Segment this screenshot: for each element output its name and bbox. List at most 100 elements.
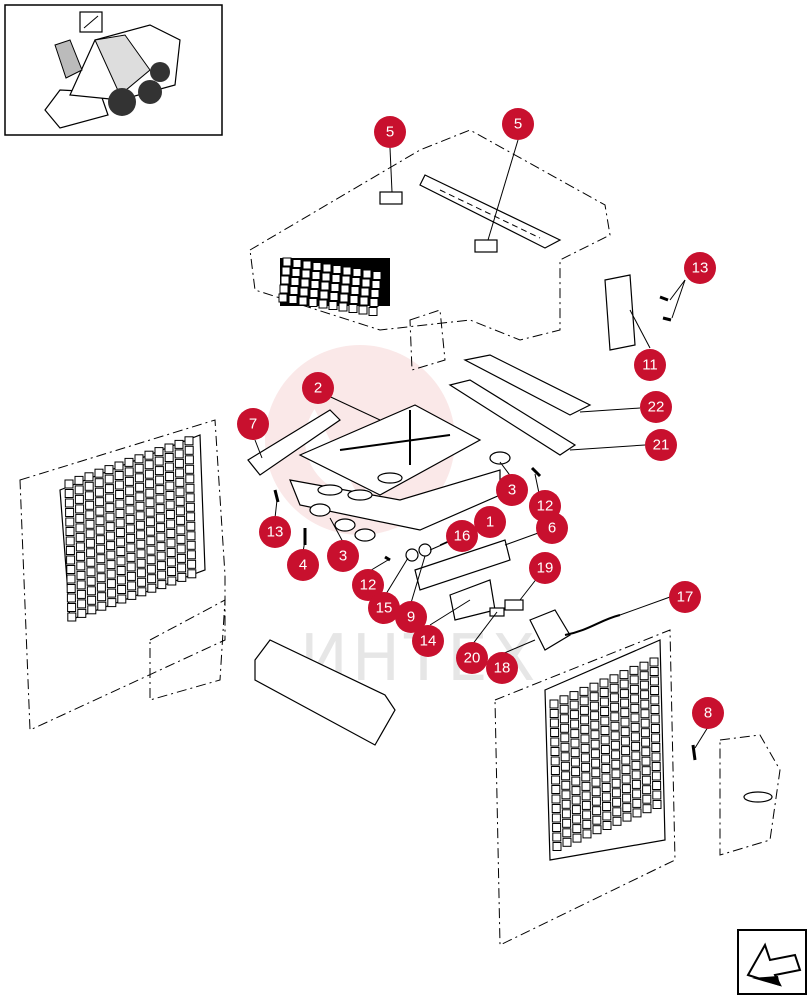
grid-cell [579, 686, 589, 696]
grid-cell [155, 494, 165, 504]
grid-cell [560, 752, 570, 762]
grid-cell [292, 259, 302, 268]
grid-cell [590, 739, 600, 749]
grid-cell [155, 485, 165, 495]
callout-20[interactable]: 20 [456, 642, 488, 674]
svg-text:16: 16 [454, 528, 471, 545]
grid-cell [175, 487, 185, 497]
callout-13[interactable]: 13 [259, 516, 291, 548]
thumbnail-frame [4, 4, 223, 136]
callout-8[interactable]: 8 [692, 697, 724, 729]
grid-cell [631, 741, 641, 751]
grid-cell [174, 449, 184, 459]
grid-cell [94, 468, 104, 478]
screw [662, 316, 672, 322]
grid-cell [549, 699, 559, 709]
grid-cell [186, 540, 196, 550]
grid-cell [368, 307, 378, 316]
callout-14[interactable]: 14 [412, 625, 444, 657]
grid-cell [117, 594, 127, 604]
grid-cell [64, 489, 74, 498]
grid-cell [630, 703, 640, 713]
callout-15[interactable]: 15 [368, 592, 400, 624]
callout-19[interactable]: 19 [529, 552, 561, 584]
grid-cell [165, 510, 175, 519]
grid-cell [341, 275, 351, 285]
grid-cell [146, 526, 156, 536]
svg-text:18: 18 [494, 660, 511, 677]
next-page-arrow-icon[interactable] [737, 929, 807, 995]
grid-cell [650, 695, 660, 705]
grid-cell [86, 557, 96, 567]
grid-cell [65, 527, 75, 536]
grid-cell [175, 496, 185, 506]
grid-cell [622, 812, 632, 822]
grid-cell [641, 775, 651, 785]
grid-cell [136, 558, 146, 568]
grid-cell [175, 477, 185, 487]
grid-cell [591, 787, 601, 797]
grid-cell [599, 678, 609, 688]
callout-17[interactable]: 17 [669, 581, 701, 613]
grid-cell [299, 287, 309, 297]
filter-tray [289, 404, 501, 531]
grid-cell [176, 553, 186, 563]
grid-cell [589, 682, 599, 692]
callout-3[interactable]: 3 [496, 474, 528, 506]
callout-2[interactable]: 2 [302, 372, 334, 404]
relay-box [529, 609, 571, 651]
grid-cell [322, 263, 332, 273]
grid-cell [592, 825, 602, 835]
grid-cell [76, 580, 86, 590]
grid-cell [95, 535, 105, 545]
callout-9[interactable]: 9 [395, 601, 427, 633]
callout-6[interactable]: 6 [536, 512, 568, 544]
grid-cell [559, 695, 569, 705]
grid-cell [611, 769, 621, 779]
grid-cell [96, 544, 106, 554]
grid-cell [185, 483, 195, 493]
grid-cell [570, 729, 580, 739]
grid-cell [602, 821, 612, 830]
grid-cell [144, 460, 154, 470]
grid-cell [164, 453, 174, 462]
svg-text:21: 21 [653, 437, 670, 454]
grid-cell [611, 788, 621, 798]
callout-1[interactable]: 1 [474, 506, 506, 538]
callout-21[interactable]: 21 [645, 429, 677, 461]
skid-steer-loader-icon [44, 11, 181, 129]
callout-7[interactable]: 7 [237, 408, 269, 440]
grid-cell [155, 513, 165, 523]
callout-16[interactable]: 16 [446, 520, 478, 552]
callout-22[interactable]: 22 [640, 391, 672, 423]
callout-13[interactable]: 13 [684, 252, 716, 284]
grid-cell [632, 798, 642, 808]
grommet [354, 528, 376, 542]
grid-cell [372, 271, 382, 280]
grid-cell [177, 563, 187, 573]
callout-18[interactable]: 18 [486, 652, 518, 684]
callout-3[interactable]: 3 [327, 540, 359, 572]
callout-11[interactable]: 11 [634, 349, 666, 381]
grid-cell [350, 286, 360, 295]
grid-cell [550, 747, 560, 756]
grid-cell [572, 814, 582, 824]
grid-cell [551, 794, 561, 804]
grid-cell [560, 742, 570, 752]
grid-cell [652, 800, 662, 809]
grid-cell [631, 779, 641, 789]
callout-5[interactable]: 5 [502, 108, 534, 140]
grid-cell [167, 567, 177, 576]
grid-cell [328, 301, 338, 310]
callout-12[interactable]: 12 [352, 569, 384, 601]
grid-cell [600, 735, 610, 745]
wire-harness [564, 614, 621, 636]
grid-cell [601, 773, 611, 783]
grid-cell [362, 269, 372, 279]
grid-cell [144, 469, 154, 479]
grid-cell [611, 750, 621, 760]
roof-panel [249, 129, 611, 371]
callout-5[interactable]: 5 [374, 116, 406, 148]
callout-4[interactable]: 4 [287, 549, 319, 581]
grid-cell [562, 828, 572, 838]
